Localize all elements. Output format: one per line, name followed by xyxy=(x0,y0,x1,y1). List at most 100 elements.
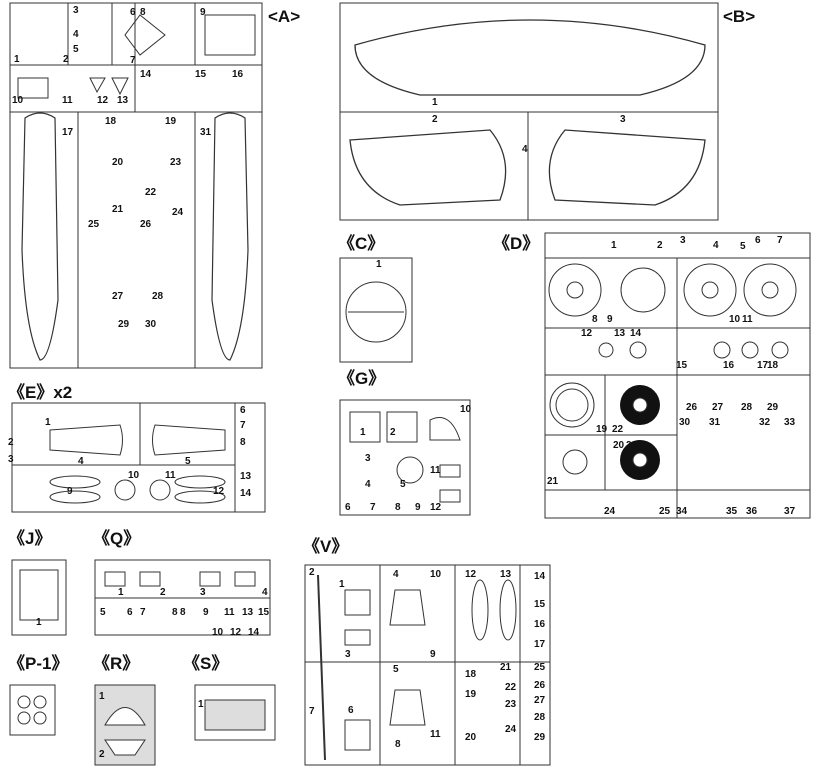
part-number-q-4: 4 xyxy=(262,587,268,598)
part-number-e-5: 5 xyxy=(185,456,191,467)
part-number-e-14: 14 xyxy=(240,488,252,499)
part-number-d-19: 19 xyxy=(596,424,608,435)
part-number-d-3: 3 xyxy=(680,235,686,246)
part-number-d-2: 2 xyxy=(657,240,663,251)
part-number-d-29: 29 xyxy=(767,402,779,413)
part-number-e-6: 6 xyxy=(240,405,246,416)
part-number-d-31: 31 xyxy=(709,417,721,428)
part-number-a-22: 22 xyxy=(145,187,157,198)
sprue-j-frame xyxy=(11,559,67,636)
part-number-q-2: 2 xyxy=(160,587,166,598)
sprue-d-frame xyxy=(544,232,811,519)
part-number-a-15: 15 xyxy=(195,69,207,80)
part-number-v-8: 8 xyxy=(395,739,401,750)
part-number-e-12: 12 xyxy=(213,486,225,497)
sprue-v-frame xyxy=(304,564,551,766)
part-number-a-8: 8 xyxy=(140,7,146,18)
part-number-v-21: 21 xyxy=(500,662,512,673)
part-number-e-13: 13 xyxy=(240,471,252,482)
part-number-j-1: 1 xyxy=(36,617,42,628)
sprue-label-c: 《C》 xyxy=(338,234,385,253)
part-number-d-25: 25 xyxy=(659,506,671,517)
part-number-a-10: 10 xyxy=(12,95,24,106)
sprue-label-e: 《E》x2 xyxy=(8,383,73,402)
part-number-d-7: 7 xyxy=(777,235,783,246)
part-number-v-10: 10 xyxy=(430,569,442,580)
part-number-d-37: 37 xyxy=(784,506,796,517)
part-number-q-10: 10 xyxy=(212,627,224,638)
part-number-d-30: 30 xyxy=(679,417,691,428)
sprue-a-frame xyxy=(9,2,263,369)
part-number-q-14: 14 xyxy=(248,627,260,638)
sprue-e-frame xyxy=(11,402,266,513)
part-number-a-20: 20 xyxy=(112,157,124,168)
part-number-d-22: 22 xyxy=(612,424,624,435)
part-number-g-7: 7 xyxy=(370,502,376,513)
part-number-e-7: 7 xyxy=(240,420,246,431)
part-number-d-27: 27 xyxy=(712,402,724,413)
part-number-e-10: 10 xyxy=(128,470,140,481)
sprue-label-p1: 《P-1》 xyxy=(8,654,69,673)
sprue-b-frame xyxy=(339,2,719,221)
part-number-q-11: 11 xyxy=(224,607,235,618)
sprue-label-r: 《R》 xyxy=(93,654,140,673)
part-number-v-1: 1 xyxy=(339,579,345,590)
part-number-v-5: 5 xyxy=(393,664,399,675)
part-number-g-9: 9 xyxy=(415,502,421,513)
part-number-g-10: 10 xyxy=(460,404,472,415)
sprue-label-a: <A> xyxy=(268,7,301,26)
part-number-e-4: 4 xyxy=(78,456,84,467)
part-number-v-15: 15 xyxy=(534,599,546,610)
part-number-q-7: 7 xyxy=(140,607,146,618)
part-number-d-9: 9 xyxy=(607,314,613,325)
sprue-label-b: <B> xyxy=(723,7,756,26)
part-number-a-7: 7 xyxy=(130,55,136,66)
part-number-g-5: 5 xyxy=(400,479,406,490)
part-number-d-18: 18 xyxy=(767,360,779,371)
part-number-a-23: 23 xyxy=(170,157,182,168)
part-number-q-8: 8 xyxy=(172,607,178,618)
part-number-q-6: 6 xyxy=(127,607,133,618)
part-number-v-19: 19 xyxy=(465,689,477,700)
part-number-s-1: 1 xyxy=(198,699,204,710)
part-number-d-11: 11 xyxy=(742,314,753,325)
part-number-a-3: 3 xyxy=(73,5,79,16)
part-number-g-11: 11 xyxy=(430,465,441,476)
part-number-d-26: 26 xyxy=(686,402,698,413)
part-number-a-21: 21 xyxy=(112,204,124,215)
part-number-d-14: 14 xyxy=(630,328,642,339)
part-number-d-33: 33 xyxy=(784,417,796,428)
part-number-a-18: 18 xyxy=(105,116,117,127)
part-number-g-12: 12 xyxy=(430,502,442,513)
part-number-v-28: 28 xyxy=(534,712,546,723)
part-number-d-16: 16 xyxy=(723,360,735,371)
part-number-v-4: 4 xyxy=(393,569,399,580)
part-number-v-12: 12 xyxy=(465,569,477,580)
part-number-d-20: 20 xyxy=(613,440,625,451)
sprue-c-frame xyxy=(339,257,413,363)
part-number-a-24: 24 xyxy=(172,207,184,218)
part-number-q-13: 13 xyxy=(242,607,254,618)
part-number-a-9: 9 xyxy=(200,7,206,18)
sprue-label-j: 《J》 xyxy=(8,529,52,548)
part-number-c-1: 1 xyxy=(376,259,382,270)
part-number-q-12: 12 xyxy=(230,627,242,638)
part-number-d-13: 13 xyxy=(614,328,626,339)
part-number-a-14: 14 xyxy=(140,69,152,80)
part-number-b-1: 1 xyxy=(432,97,438,108)
part-number-a-12: 12 xyxy=(97,95,109,106)
part-number-d-17: 17 xyxy=(757,360,769,371)
part-number-q-5: 5 xyxy=(100,607,106,618)
part-number-v-29: 29 xyxy=(534,732,546,743)
part-number-d-28: 28 xyxy=(741,402,753,413)
part-number-d-34: 34 xyxy=(676,506,688,517)
part-number-g-4: 4 xyxy=(365,479,371,490)
part-number-e-9: 9 xyxy=(67,486,73,497)
part-number-a-4: 4 xyxy=(73,29,79,40)
part-number-v-23: 23 xyxy=(505,699,517,710)
part-number-d-23: 23 xyxy=(626,440,638,451)
sprue-p1-frame xyxy=(9,684,56,736)
part-number-g-1: 1 xyxy=(360,427,366,438)
part-number-v-25: 25 xyxy=(534,662,546,673)
part-number-e-2: 2 xyxy=(8,437,14,448)
